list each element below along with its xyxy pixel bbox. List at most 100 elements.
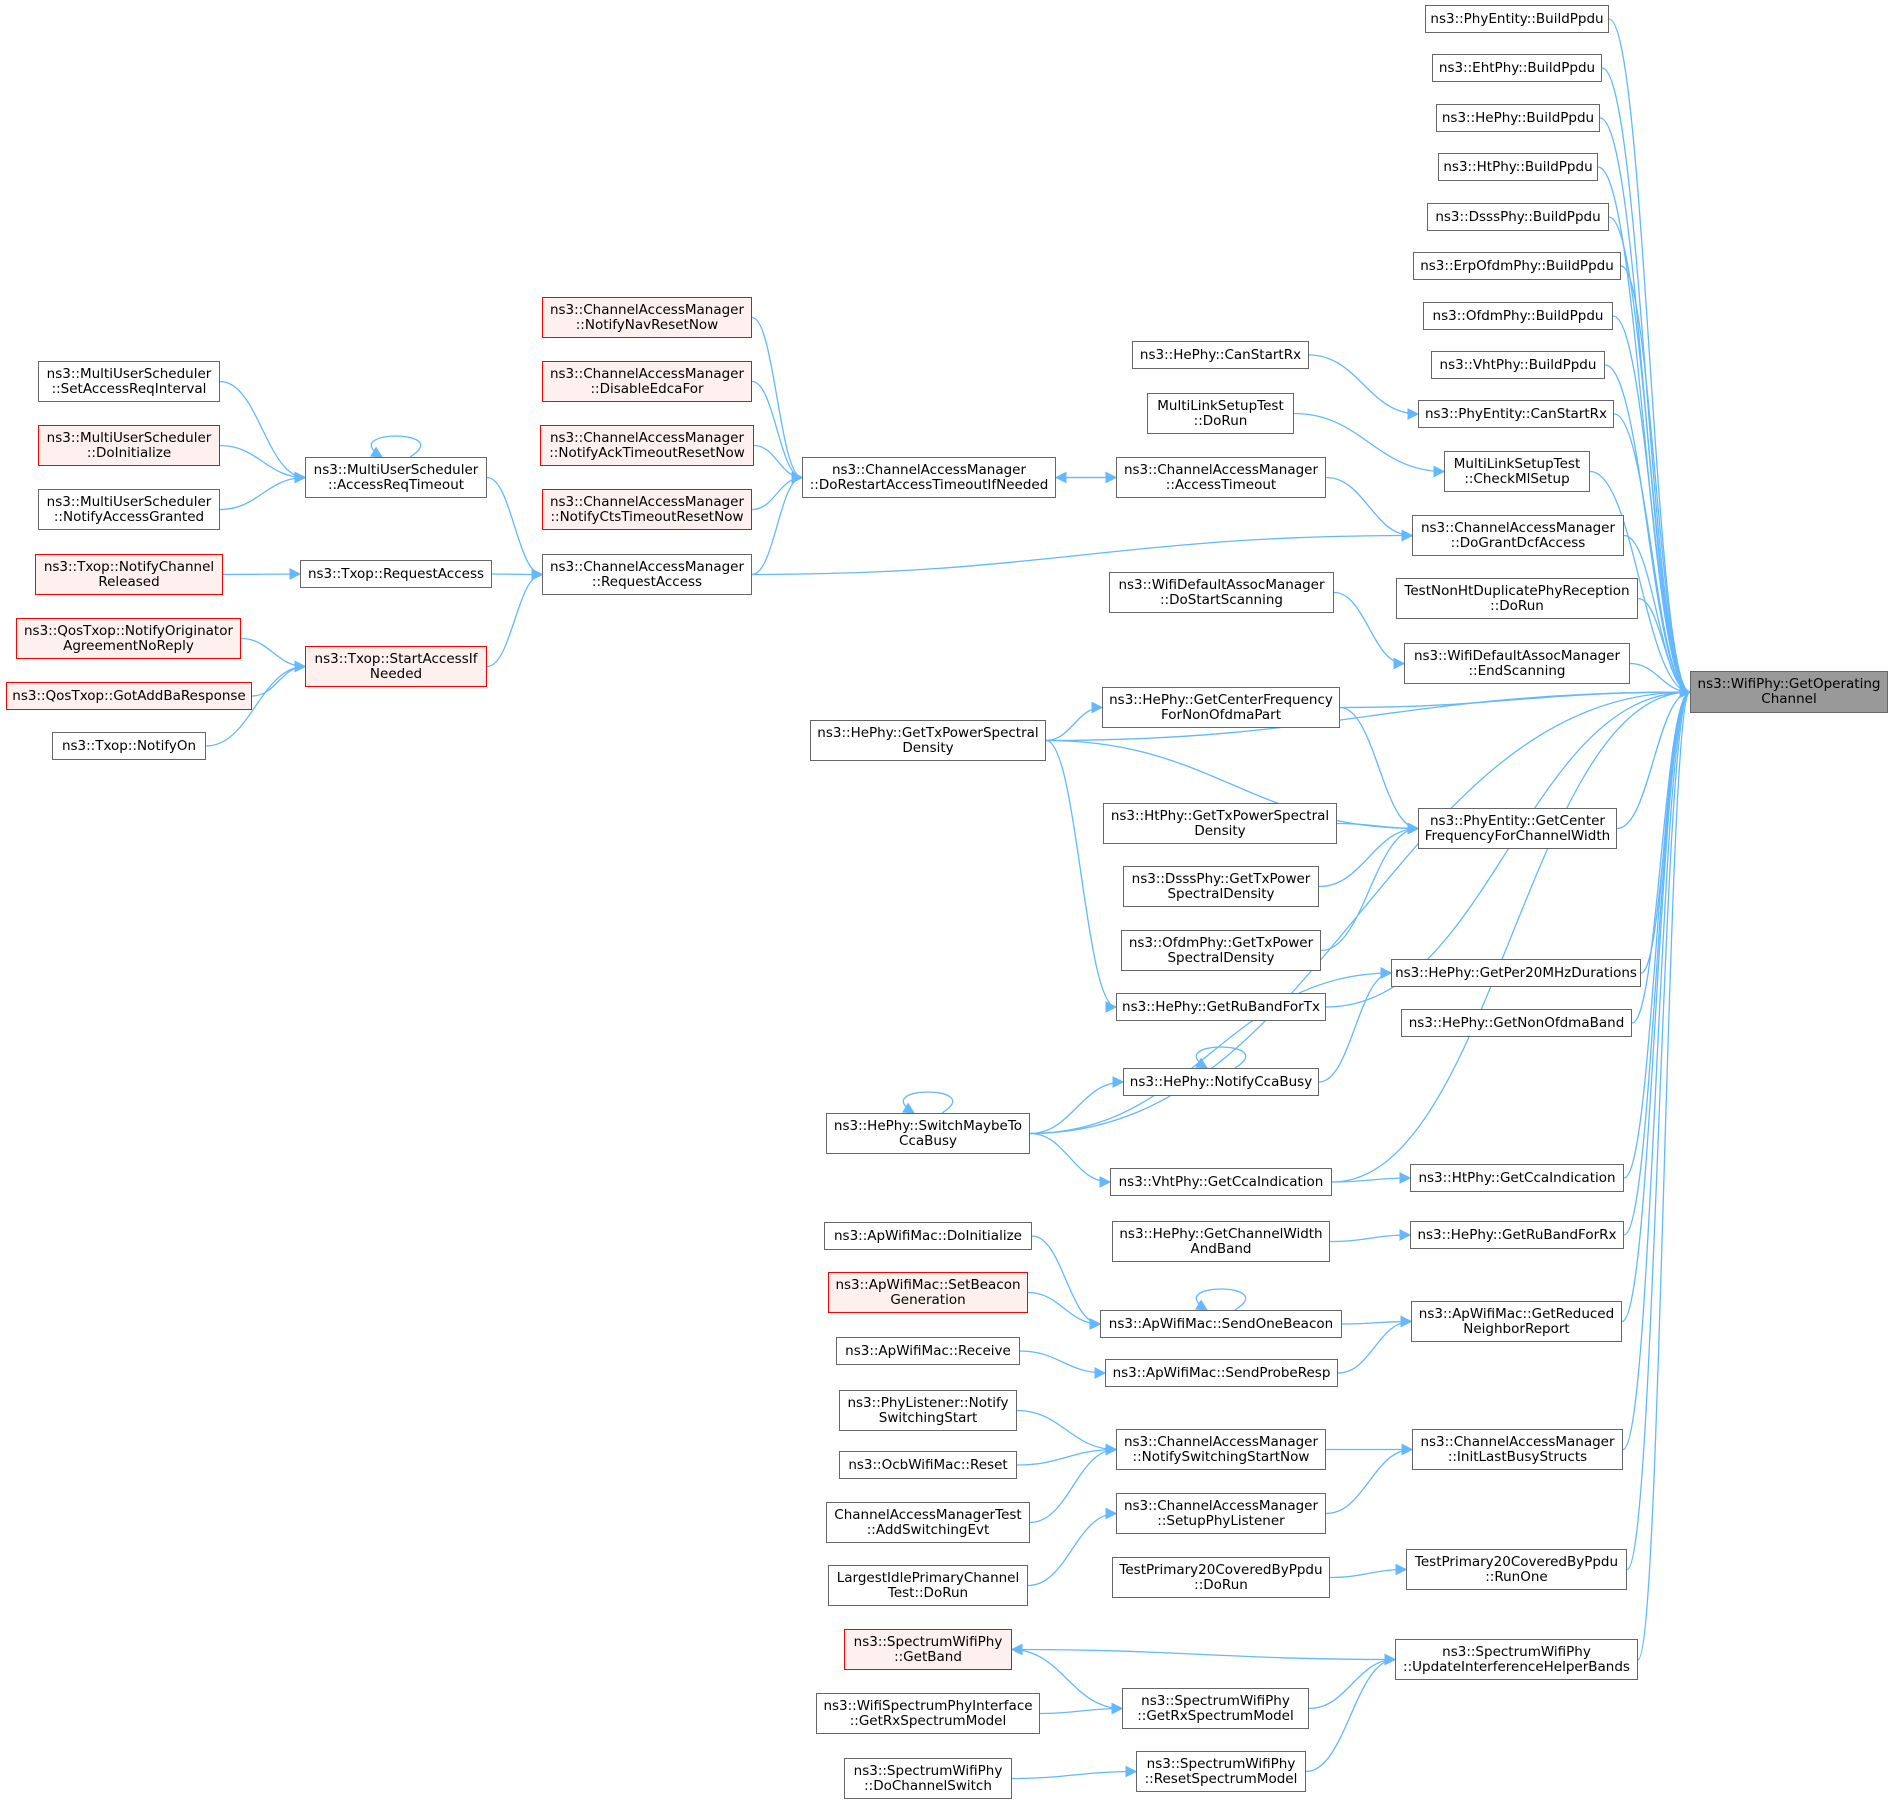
graph-edge-phyentity-canstartrx-to-getoperatingchannel xyxy=(1613,413,1692,698)
graph-node-hephy-canstartrx[interactable]: ns3::HePhy::CanStartRx xyxy=(1132,341,1309,369)
graph-node-vhtphy-getccaindication[interactable]: ns3::VhtPhy::GetCcaIndication xyxy=(1110,1168,1332,1196)
graph-node-swp-resetspectrummodel[interactable]: ns3::SpectrumWifiPhy::ResetSpectrumModel xyxy=(1136,1751,1306,1792)
graph-node-swp-getband[interactable]: ns3::SpectrumWifiPhy::GetBand xyxy=(844,1629,1012,1670)
graph-node-htphy-buildppdu[interactable]: ns3::HtPhy::BuildPpdu xyxy=(1438,153,1598,181)
graph-node-hephy-getrubandfortx[interactable]: ns3::HePhy::GetRuBandForTx xyxy=(1116,993,1326,1021)
graph-node-mus-setaccessreqinterval[interactable]: ns3::MultiUserScheduler::SetAccessReqInt… xyxy=(38,361,220,402)
graph-node-wdam-dostartscanning[interactable]: ns3::WifiDefaultAssocManager::DoStartSca… xyxy=(1109,572,1334,613)
graph-node-swp-dochannelswitch[interactable]: ns3::SpectrumWifiPhy::DoChannelSwitch xyxy=(844,1758,1012,1799)
graph-node-erpofdmphy-buildppdu[interactable]: ns3::ErpOfdmPhy::BuildPpdu xyxy=(1413,252,1621,280)
graph-node-label: ns3::OfdmPhy::GetTxPower xyxy=(1128,934,1314,951)
graph-node-wdam-endscanning[interactable]: ns3::WifiDefaultAssocManager::EndScannin… xyxy=(1404,643,1630,684)
graph-node-testnonht-dorun[interactable]: TestNonHtDuplicatePhyReception::DoRun xyxy=(1396,578,1638,619)
graph-node-label: ChannelAccessManagerTest xyxy=(834,1506,1022,1523)
graph-node-label: ns3::HePhy::SwitchMaybeTo xyxy=(833,1117,1023,1134)
graph-node-hephy-getrubandforrx[interactable]: ns3::HePhy::GetRuBandForRx xyxy=(1410,1221,1624,1249)
graph-node-apwifimac-doinitialize[interactable]: ns3::ApWifiMac::DoInitialize xyxy=(824,1222,1032,1250)
graph-node-label: ns3::WifiPhy::GetOperating xyxy=(1697,676,1881,692)
graph-node-swp-getrxspectrummodel[interactable]: ns3::SpectrumWifiPhy::GetRxSpectrumModel xyxy=(1122,1688,1309,1729)
graph-node-cam-notifyctstimeoutresetnow[interactable]: ns3::ChannelAccessManager::NotifyCtsTime… xyxy=(542,489,752,530)
graph-edge-hephy-switchmaybetoccabusy-to-vhtphy-getccaindication xyxy=(1029,1132,1112,1188)
graph-node-cam-notifynavresetnow[interactable]: ns3::ChannelAccessManager::NotifyNavRese… xyxy=(542,297,752,338)
graph-node-label: ::RunOne xyxy=(1485,1568,1548,1585)
graph-edge-ofdmphy-buildppdu-to-getoperatingchannel xyxy=(1612,315,1692,698)
graph-node-multilinksetuptest-checkmlsetup[interactable]: MultiLinkSetupTest::CheckMlSetup xyxy=(1444,451,1590,492)
graph-node-apwifimac-sendonebeacon[interactable]: ns3::ApWifiMac::SendOneBeacon xyxy=(1100,1310,1342,1338)
graph-node-txop-requestaccess[interactable]: ns3::Txop::RequestAccess xyxy=(300,560,492,588)
graph-node-txop-notifyon[interactable]: ns3::Txop::NotifyOn xyxy=(52,732,206,760)
graph-node-swp-updateinterference[interactable]: ns3::SpectrumWifiPhy::UpdateInterference… xyxy=(1395,1639,1638,1680)
graph-node-label: ::NotifySwitchingStartNow xyxy=(1132,1448,1310,1465)
graph-node-cam-initlastbusystructs[interactable]: ns3::ChannelAccessManager::InitLastBusyS… xyxy=(1412,1429,1623,1470)
graph-node-label: ns3::ApWifiMac::DoInitialize xyxy=(834,1227,1022,1244)
graph-node-label: ::GetRxSpectrumModel xyxy=(1137,1707,1294,1724)
graph-node-testprimary20-dorun[interactable]: TestPrimary20CoveredByPpdu::DoRun xyxy=(1112,1557,1330,1598)
graph-node-cam-dograntdcfaccess[interactable]: ns3::ChannelAccessManager::DoGrantDcfAcc… xyxy=(1412,515,1624,556)
graph-node-ocbwifimac-reset[interactable]: ns3::OcbWifiMac::Reset xyxy=(839,1451,1017,1479)
graph-node-hephy-notifyccabusy[interactable]: ns3::HePhy::NotifyCcaBusy xyxy=(1123,1068,1319,1096)
graph-node-dsssphy-buildppdu[interactable]: ns3::DsssPhy::BuildPpdu xyxy=(1427,203,1609,231)
graph-edge-swp-resetspectrummodel-to-swp-updateinterference xyxy=(1305,1653,1397,1773)
graph-node-cam-notifyacktimeoutresetnow[interactable]: ns3::ChannelAccessManager::NotifyAckTime… xyxy=(540,425,754,466)
graph-node-label: ::UpdateInterferenceHelperBands xyxy=(1403,1658,1630,1675)
graph-node-label: ns3::HtPhy::GetTxPowerSpectral xyxy=(1110,807,1330,824)
graph-node-apwifimac-sendproberesp[interactable]: ns3::ApWifiMac::SendProbeResp xyxy=(1105,1359,1338,1387)
graph-node-ofdmphy-buildppdu[interactable]: ns3::OfdmPhy::BuildPpdu xyxy=(1423,302,1613,330)
graph-node-cam-disableedcafor[interactable]: ns3::ChannelAccessManager::DisableEdcaFo… xyxy=(542,361,752,402)
graph-node-label: ::AccessTimeout xyxy=(1165,476,1277,493)
graph-node-label: ns3::ChannelAccessManager xyxy=(1123,1497,1319,1514)
graph-node-camtest-addswitchingevt[interactable]: ChannelAccessManagerTest::AddSwitchingEv… xyxy=(826,1502,1030,1543)
graph-node-vhtphy-buildppdu[interactable]: ns3::VhtPhy::BuildPpdu xyxy=(1431,351,1605,379)
graph-node-label: AgreementNoReply xyxy=(63,637,194,654)
graph-node-label: ns3::ErpOfdmPhy::BuildPpdu xyxy=(1420,257,1614,274)
graph-node-label: ns3::HePhy::GetPer20MHzDurations xyxy=(1395,964,1637,981)
graph-node-hephy-getnonofdmaband[interactable]: ns3::HePhy::GetNonOfdmaBand xyxy=(1401,1009,1632,1037)
graph-edge-testprimary20-runone-to-getoperatingchannel xyxy=(1626,686,1692,1571)
graph-node-label: ::CheckMlSetup xyxy=(1464,470,1570,487)
graph-node-label: ns3::HePhy::CanStartRx xyxy=(1139,346,1302,363)
graph-node-cam-accesstimeout[interactable]: ns3::ChannelAccessManager::AccessTimeout xyxy=(1116,457,1326,498)
graph-node-testprimary20-runone[interactable]: TestPrimary20CoveredByPpdu::RunOne xyxy=(1406,1549,1627,1590)
graph-node-mus-notifyaccessgranted[interactable]: ns3::MultiUserScheduler::NotifyAccessGra… xyxy=(38,489,220,530)
graph-node-apwifimac-receive[interactable]: ns3::ApWifiMac::Receive xyxy=(836,1337,1020,1365)
graph-node-label: ::DoStartScanning xyxy=(1160,591,1283,608)
graph-node-ehtphy-buildppdu[interactable]: ns3::EhtPhy::BuildPpdu xyxy=(1432,54,1602,82)
graph-node-cam-dorestartaccesstimeout[interactable]: ns3::ChannelAccessManager::DoRestartAcce… xyxy=(802,457,1056,498)
graph-node-qostxop-gotaddbaresponse[interactable]: ns3::QosTxop::GotAddBaResponse xyxy=(6,682,252,710)
graph-node-wspi-getrxspectrummodel[interactable]: ns3::WifiSpectrumPhyInterface::GetRxSpec… xyxy=(816,1693,1040,1734)
graph-node-mus-accessreqtimeout[interactable]: ns3::MultiUserScheduler::AccessReqTimeou… xyxy=(305,457,487,498)
graph-node-cam-notifyswitchingstartnow[interactable]: ns3::ChannelAccessManager::NotifySwitchi… xyxy=(1116,1429,1326,1470)
graph-node-mus-doinitialize[interactable]: ns3::MultiUserScheduler::DoInitialize xyxy=(38,425,220,466)
graph-node-hephy-getper20[interactable]: ns3::HePhy::GetPer20MHzDurations xyxy=(1391,959,1641,987)
graph-node-label: ns3::HtPhy::BuildPpdu xyxy=(1443,158,1593,175)
graph-node-multilinksetuptest-dorun[interactable]: MultiLinkSetupTest::DoRun xyxy=(1147,393,1294,434)
graph-edge-wspi-getrxspectrummodel-to-swp-getrxspectrummodel xyxy=(1039,1702,1124,1715)
graph-node-hephy-buildppdu[interactable]: ns3::HePhy::BuildPpdu xyxy=(1436,104,1600,132)
graph-node-cam-setupphylistener[interactable]: ns3::ChannelAccessManager::SetupPhyListe… xyxy=(1116,1493,1326,1534)
graph-node-label: ::NotifyNavResetNow xyxy=(575,316,719,333)
graph-node-label: ns3::QosTxop::NotifyOriginator xyxy=(23,622,234,639)
graph-node-label: ns3::ChannelAccessManager xyxy=(549,429,745,446)
graph-node-phyentity-buildppdu[interactable]: ns3::PhyEntity::BuildPpdu xyxy=(1425,5,1609,33)
graph-node-label: ns3::HePhy::NotifyCcaBusy xyxy=(1129,1073,1313,1090)
graph-edge-vhtphy-getccaindication-to-getoperatingchannel xyxy=(1331,686,1692,1183)
graph-node-phyentity-canstartrx[interactable]: ns3::PhyEntity::CanStartRx xyxy=(1418,400,1614,428)
graph-node-htphy-getccaindication[interactable]: ns3::HtPhy::GetCcaIndication xyxy=(1410,1164,1624,1192)
graph-node-cam-requestaccess[interactable]: ns3::ChannelAccessManager::RequestAccess xyxy=(542,554,752,595)
